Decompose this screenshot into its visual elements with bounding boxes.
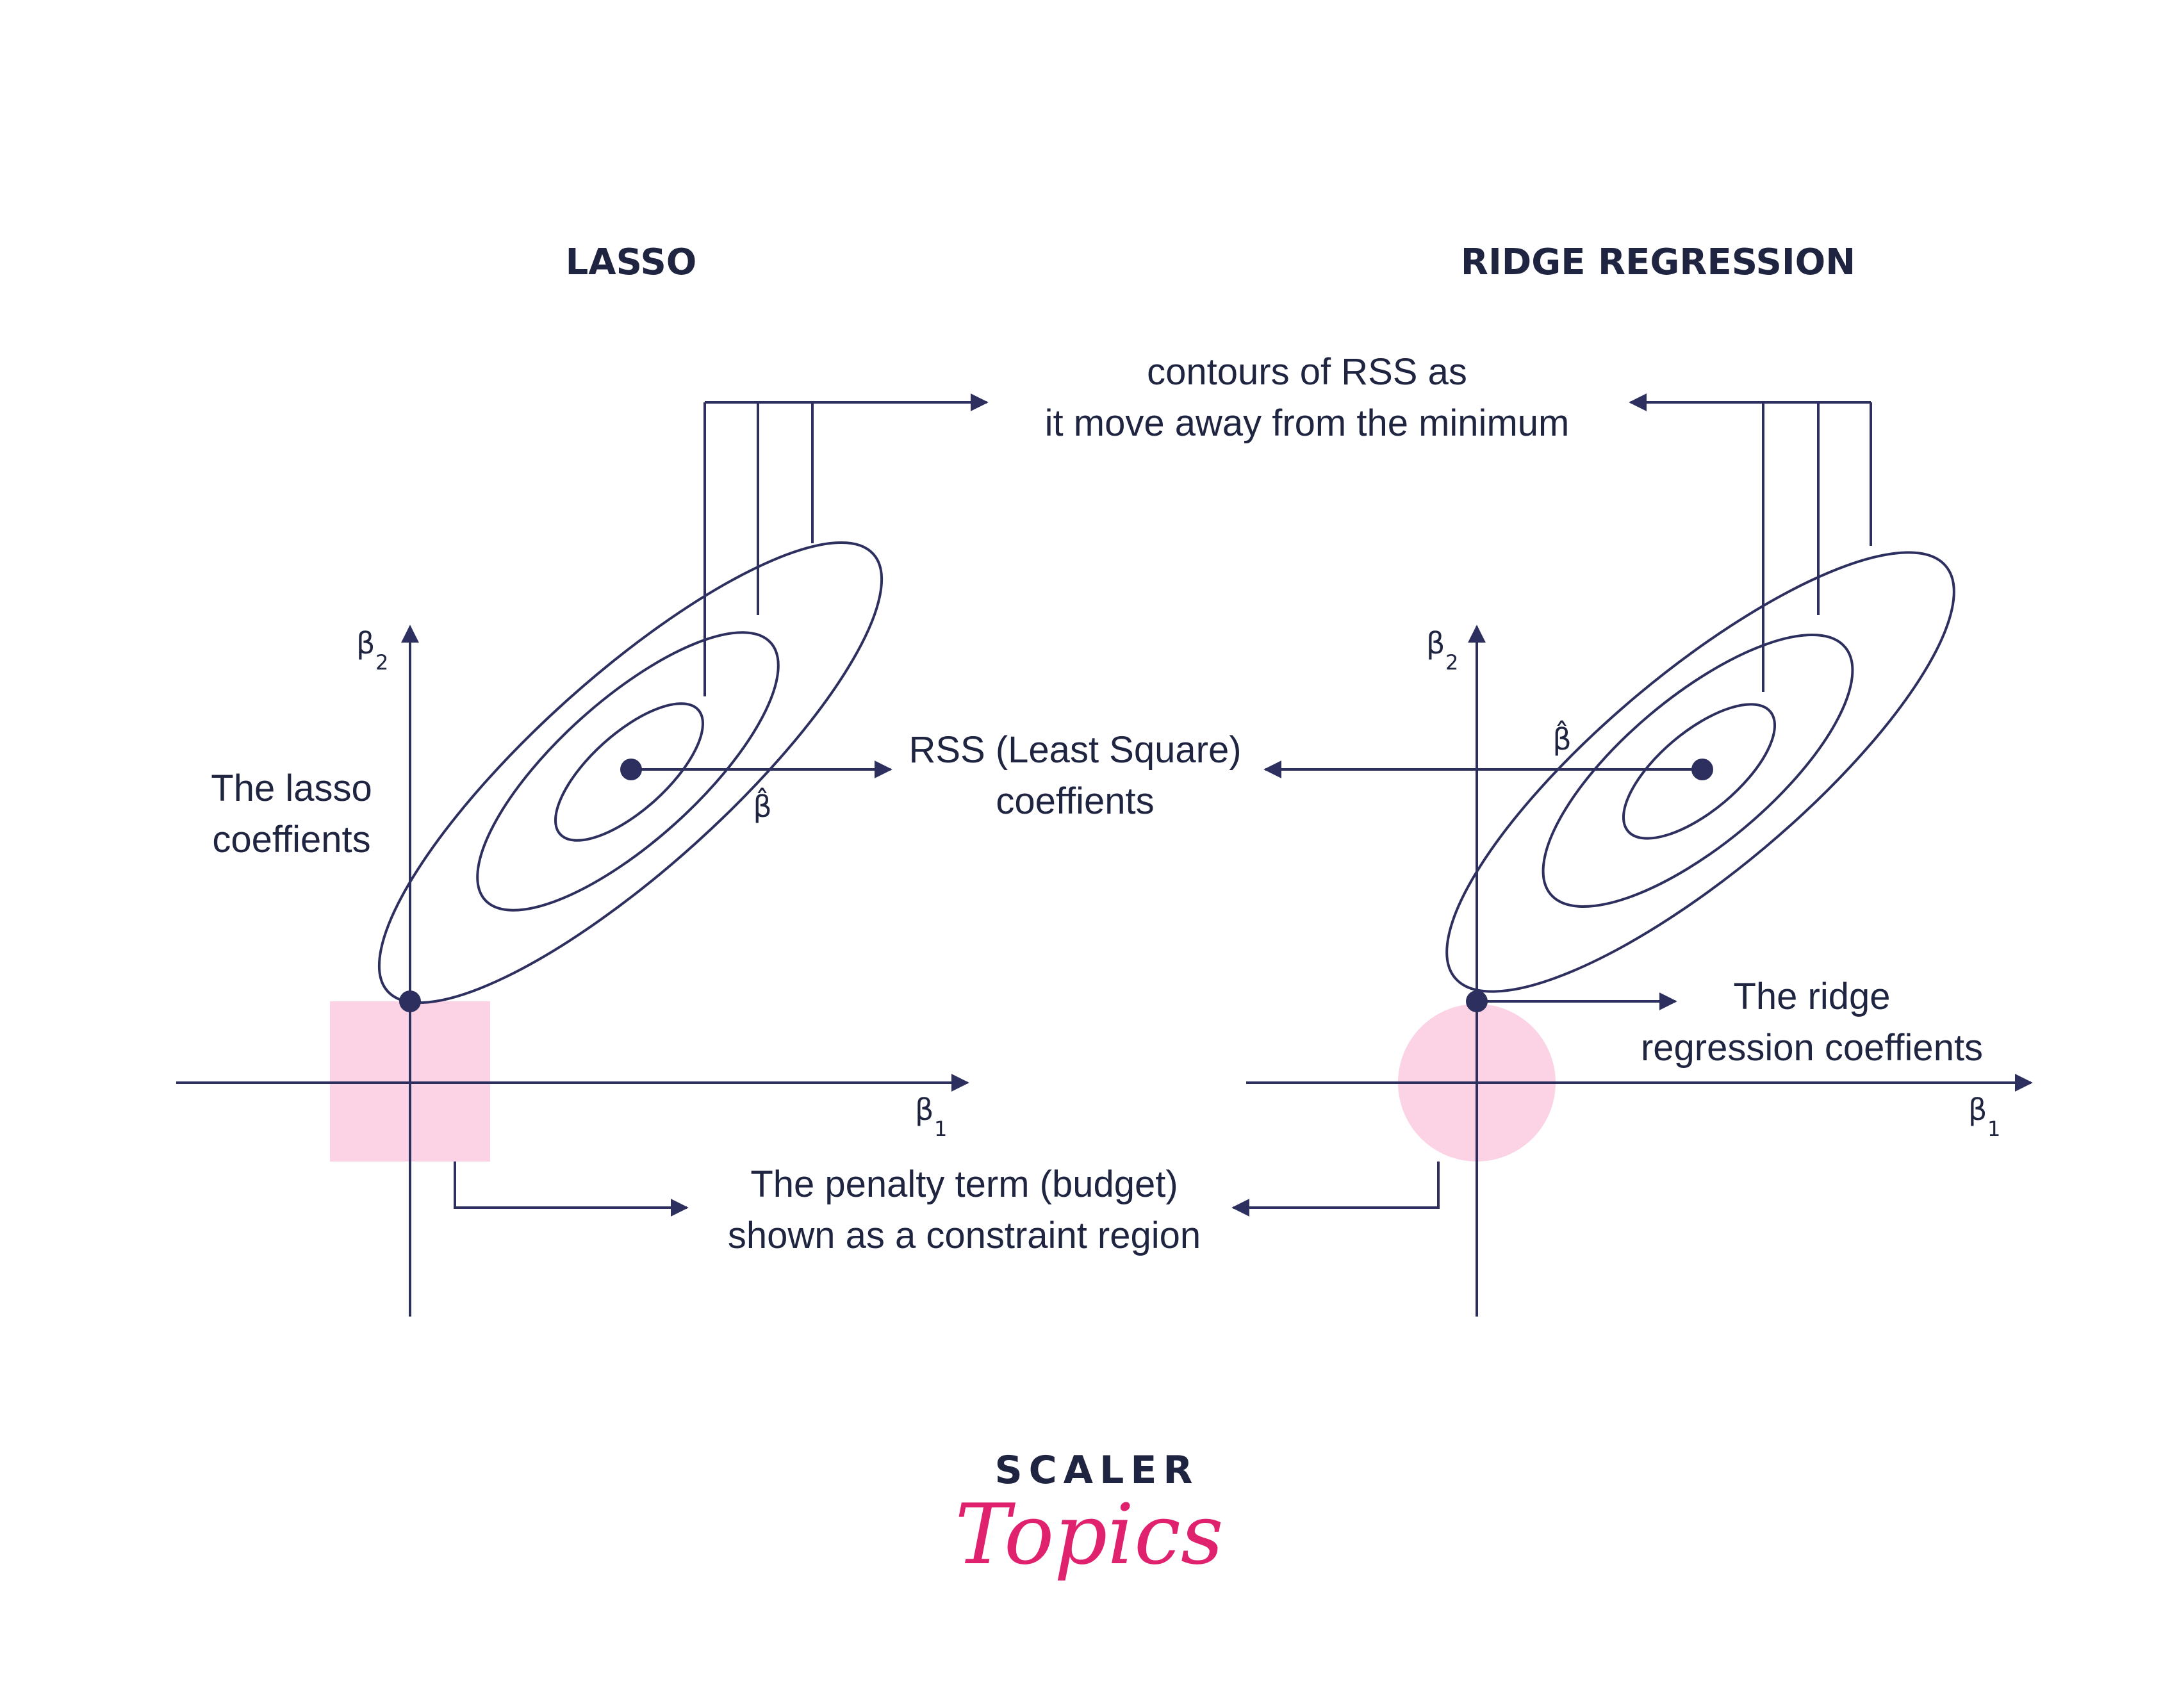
- penalty-label-line1: The penalty term (budget): [750, 1163, 1178, 1205]
- lasso-panel: β̂ β 2 β 1 The lasso coeffients: [176, 393, 989, 1317]
- lasso-rss-point: [620, 759, 642, 780]
- lasso-contour-inner: [554, 702, 704, 842]
- brand-top-text: SCALER: [994, 1448, 1199, 1493]
- lasso-coef-label-line2: coeffients: [212, 819, 370, 860]
- ridge-contour-outer: [1445, 551, 1955, 993]
- rss-label-line2: coeffients: [996, 780, 1154, 822]
- ridge-contour-inner: [1622, 703, 1777, 840]
- ridge-coefficient-point: [1466, 990, 1488, 1012]
- lasso-contour-outer: [377, 541, 884, 1005]
- ridge-y-axis-subscript: 2: [1445, 650, 1458, 675]
- contours-label-line2: it move away from the minimum: [1045, 402, 1570, 444]
- lasso-title: LASSO: [566, 242, 697, 283]
- ridge-y-axis-label: β: [1426, 626, 1445, 661]
- ridge-panel: β̂ β 2 β 1 The ridge regression coeffien…: [1231, 393, 2033, 1317]
- ridge-beta-hat: β̂: [1552, 720, 1571, 757]
- lasso-penalty-leader: [454, 1162, 689, 1217]
- lasso-y-axis-subscript: 2: [375, 650, 388, 675]
- ridge-x-axis-label: β: [1968, 1092, 1987, 1127]
- contours-label-line1: contours of RSS as: [1147, 351, 1467, 393]
- penalty-label-line2: shown as a constraint region: [728, 1215, 1201, 1256]
- ridge-coef-label-line2: regression coeffients: [1641, 1027, 1983, 1069]
- ridge-penalty-leader: [1231, 1162, 1440, 1217]
- ridge-contour-middle: [1542, 633, 1854, 908]
- scaler-topics-logo: SCALER Topics: [955, 1448, 1223, 1583]
- ridge-coef-label-line1: The ridge: [1733, 976, 1890, 1017]
- rss-label-line1: RSS (Least Square): [909, 729, 1241, 771]
- lasso-contour-middle: [476, 631, 780, 912]
- lasso-beta-hat: β̂: [753, 787, 771, 824]
- lasso-x-axis-subscript: 1: [934, 1117, 947, 1141]
- ridge-x-axis-subscript: 1: [1987, 1117, 2000, 1141]
- lasso-coefficient-point: [399, 990, 421, 1012]
- lasso-coef-label-line1: The lasso: [211, 768, 372, 809]
- brand-script-text: Topics: [955, 1486, 1223, 1583]
- ridge-title: RIDGE REGRESSION: [1461, 242, 1855, 283]
- lasso-y-axis-label: β: [356, 626, 375, 661]
- ridge-rss-point: [1691, 759, 1713, 780]
- lasso-x-axis-label: β: [915, 1092, 933, 1127]
